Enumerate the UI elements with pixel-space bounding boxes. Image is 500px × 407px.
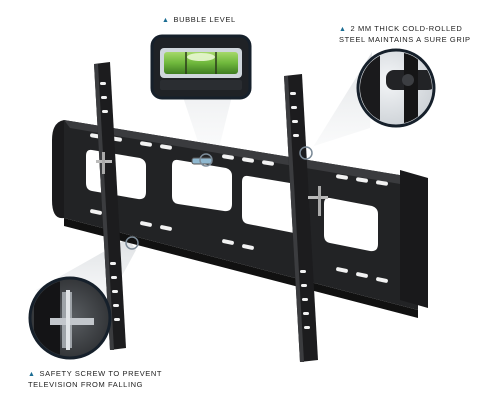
right-tv-arm [284, 74, 328, 362]
steel-grip-zoom [356, 48, 436, 128]
steel-label-line2: STEEL MAINTAINS A SURE GRIP [339, 35, 471, 44]
triangle-marker-icon: ▲ [28, 371, 36, 378]
safety-screw-caption: ▲SAFETY SCREW TO PREVENT TELEVISION FROM… [28, 369, 162, 390]
bubble-level-zoom [150, 34, 252, 100]
safety-screw-label-line1: SAFETY SCREW TO PREVENT [39, 369, 163, 378]
bubble-level-caption: ▲BUBBLE LEVEL [162, 15, 236, 26]
bubble-level-label: BUBBLE LEVEL [173, 15, 236, 24]
triangle-marker-icon: ▲ [339, 26, 347, 33]
left-tv-arm [94, 62, 126, 350]
safety-screw-label-line2: TELEVISION FROM FALLING [28, 380, 144, 389]
safety-screw-marker [125, 236, 139, 250]
bubble-level-marker [199, 153, 213, 167]
steel-label-line1: 2 mm THICK COLD-ROLLED [350, 24, 463, 33]
triangle-marker-icon: ▲ [162, 17, 170, 24]
safety-screw-zoom [28, 276, 112, 360]
steel-grip-marker [299, 146, 313, 160]
steel-caption: ▲2 mm THICK COLD-ROLLED STEEL MAINTAINS … [339, 24, 471, 45]
